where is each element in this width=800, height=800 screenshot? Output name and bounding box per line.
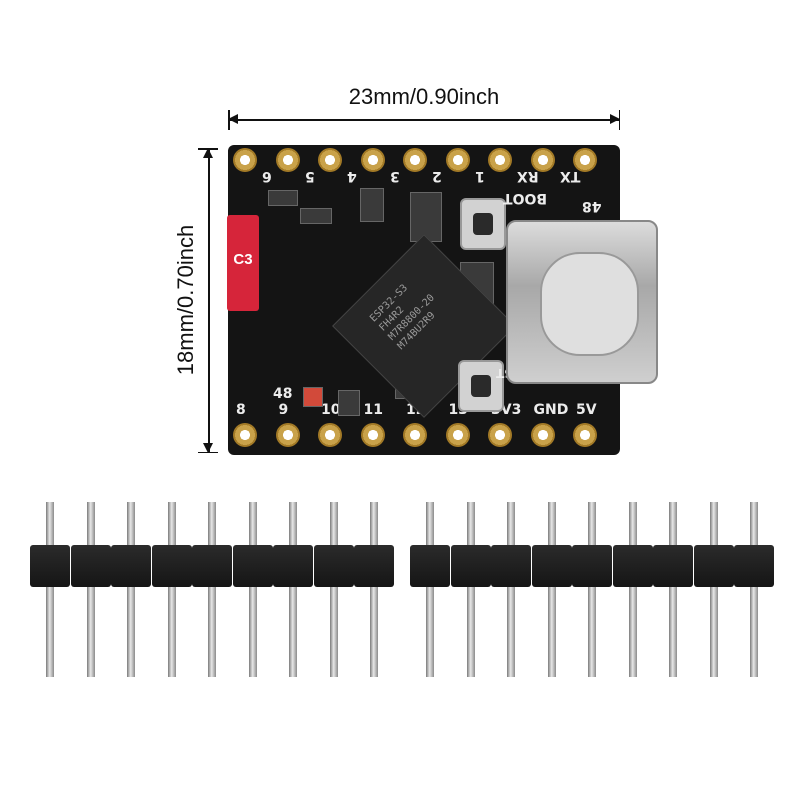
smd-component [268, 190, 298, 206]
header-plastic-block [273, 545, 313, 587]
width-dimension-label: 23mm/0.90inch [348, 84, 500, 109]
solder-pad [233, 148, 257, 172]
header-plastic-block [30, 545, 70, 587]
pin-label: RX [517, 168, 539, 184]
header-plastic-block [693, 545, 734, 587]
header-plastic-block [531, 545, 572, 587]
header-plastic-block [572, 545, 612, 587]
header-plastic-block [192, 545, 232, 587]
solder-pad [360, 148, 385, 172]
pin-label: 5V [576, 402, 597, 418]
smd-component [300, 208, 332, 224]
header-pin [588, 502, 596, 677]
solder-pad [403, 148, 427, 172]
header-pin [329, 502, 338, 677]
header-pin [248, 502, 257, 677]
header-pin [208, 502, 216, 677]
solder-pad [318, 148, 342, 172]
header-plastic-block [313, 545, 354, 587]
pin-label: 8 [236, 402, 246, 418]
c3-marker: C3 [227, 215, 259, 311]
header-pin [709, 502, 718, 677]
header-pin [370, 502, 378, 677]
pin-label: 5 [304, 168, 315, 184]
header-plastic-block [450, 545, 491, 587]
pin-label: 4 [347, 168, 357, 184]
header-pin [669, 502, 677, 677]
solder-pad [233, 423, 257, 447]
solder-pad [275, 423, 300, 447]
header-plastic-block [111, 545, 151, 587]
solder-pad [360, 423, 385, 447]
solder-pad [573, 423, 597, 447]
header-pin [86, 502, 95, 677]
header-plastic-block [734, 545, 774, 587]
header-plastic-block [232, 545, 273, 587]
smd-component [360, 188, 384, 222]
pin-header-right [410, 500, 774, 690]
header-pin [127, 502, 135, 677]
pin-label: 6 [262, 168, 272, 184]
solder-pad [530, 423, 555, 447]
boot-label: BOOT [503, 190, 548, 206]
c3-label: C3 [233, 251, 253, 268]
width-dimension-line [228, 110, 620, 130]
solder-pad [573, 148, 597, 172]
pin-label: GND [533, 402, 569, 418]
regulator-chip [410, 192, 442, 242]
header-pin [426, 502, 434, 677]
header-plastic-block [491, 545, 531, 587]
reset-button[interactable] [458, 360, 504, 412]
usb-c-connector[interactable] [506, 220, 658, 384]
solder-pad [488, 148, 512, 172]
header-plastic-block [612, 545, 653, 587]
pin-label: 2 [432, 168, 442, 184]
pin-label: 11 [363, 402, 383, 418]
smd-component [338, 390, 360, 416]
header-pin [289, 502, 297, 677]
boot-pin-label: 48 [582, 198, 602, 214]
led-pin-label: 48 [273, 386, 293, 402]
header-plastic-block [410, 545, 450, 587]
pin-label: 1 [474, 168, 485, 184]
solder-pad [445, 423, 470, 447]
header-plastic-block [70, 545, 111, 587]
rgb-led [303, 387, 323, 407]
solder-pad [318, 423, 342, 447]
height-dimension-label: 18mm/0.70inch [173, 224, 198, 376]
header-plastic-block [653, 545, 693, 587]
solder-pad [530, 148, 555, 172]
pin-header-left [30, 500, 394, 690]
header-pin [750, 502, 758, 677]
header-pin [547, 502, 556, 677]
header-pin [466, 502, 475, 677]
header-pin [46, 502, 54, 677]
pin-label: 10 [321, 402, 341, 418]
solder-pad [445, 148, 470, 172]
solder-pad [403, 423, 427, 447]
height-dimension-line [198, 148, 218, 453]
pin-label: 3 [389, 168, 400, 184]
header-pin [628, 502, 637, 677]
pin-label: TX [559, 168, 580, 184]
header-pin [167, 502, 176, 677]
boot-button[interactable] [460, 198, 506, 250]
solder-pad [275, 148, 300, 172]
header-pin [507, 502, 515, 677]
header-plastic-block [354, 545, 394, 587]
solder-pad [488, 423, 512, 447]
pin-label: 9 [278, 402, 289, 418]
header-plastic-block [151, 545, 192, 587]
